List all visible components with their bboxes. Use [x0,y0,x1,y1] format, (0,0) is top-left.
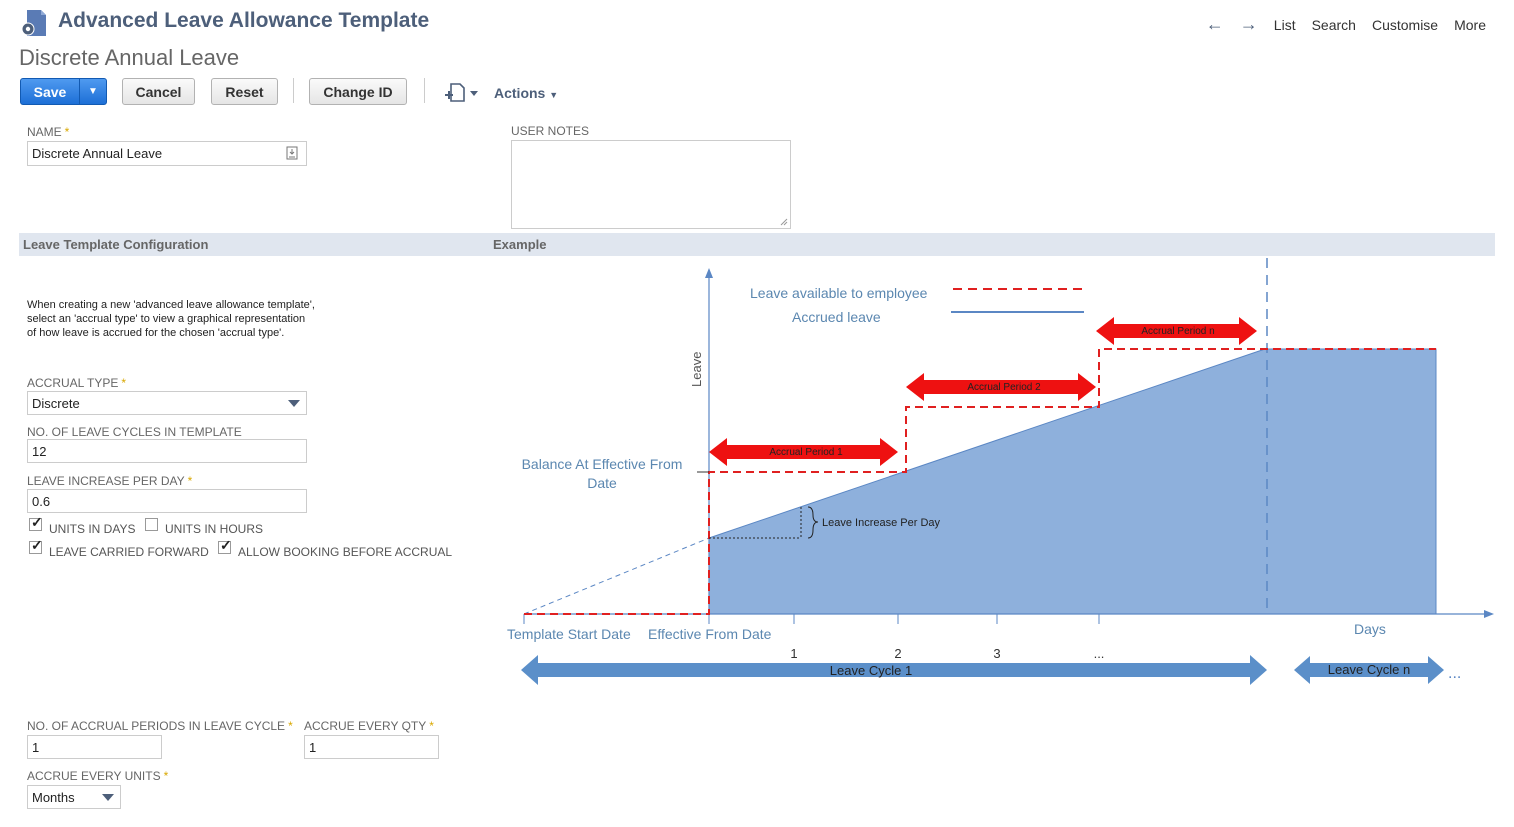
accrual-periods-value: 1 [32,739,40,755]
balance-label-line-2: Date [587,475,617,491]
accrue-every-units-select[interactable]: Months [27,785,121,809]
section-leave-template-configuration: Leave Template Configuration [23,237,209,252]
section-example: Example [493,237,547,252]
accrue-every-qty-value: 1 [309,739,317,755]
note-line: of how leave is accrued for the chosen '… [27,327,285,339]
tick-label: 3 [993,646,1000,661]
days-axis-label: Days [1354,621,1386,637]
name-label: NAME* [27,125,70,139]
leave-cycle-n-arrow [1294,656,1444,684]
allow-booking-before-accrual-label: ALLOW BOOKING BEFORE ACCRUAL [238,545,453,559]
leave-cycles-label: NO. OF LEAVE CYCLES IN TEMPLATE [27,425,242,439]
reset-button[interactable]: Reset [211,78,278,105]
nav-list-link[interactable]: List [1273,16,1296,33]
note-line: When creating a new 'advanced leave allo… [27,299,315,311]
accrual-extension-line [523,537,710,615]
new-record-icon[interactable] [444,82,480,104]
allow-booking-before-accrual-checkbox[interactable]: ✓ [218,537,232,554]
page-title: Advanced Leave Allowance Template [58,9,430,32]
save-button-group: Save ▼ [20,78,107,105]
tick-label: 2 [894,646,901,661]
increase-per-day-label: Leave Increase Per Day [822,517,941,529]
accrual-periods-label: NO. OF ACCRUAL PERIODS IN LEAVE CYCLE* [27,719,293,733]
x-axis-arrow-icon [1484,610,1494,618]
accrue-every-qty-input[interactable]: 1 [304,735,439,759]
units-in-hours-label: UNITS IN HOURS [165,522,264,536]
name-value: Discrete Annual Leave [32,146,163,161]
save-button[interactable]: Save [21,79,80,104]
checkmark-icon: ✓ [220,537,232,553]
back-arrow-icon[interactable]: ← [1205,14,1224,34]
nav-customise-link[interactable]: Customise [1371,16,1439,33]
tick-label: 1 [790,646,797,661]
accrue-every-qty-label: ACCRUE EVERY QTY* [304,719,434,733]
leave-increase-input[interactable]: 0.6 [27,489,307,513]
leave-available-step-line [524,348,1436,615]
note-line: select an 'accrual type' to view a graph… [27,313,306,325]
nav-search-link[interactable]: Search [1311,16,1356,33]
legend-available-label: Leave available to employee [750,285,928,301]
leave-increase-label: LEAVE INCREASE PER DAY* [27,474,193,488]
units-in-hours-checkbox[interactable] [145,518,158,531]
change-id-button[interactable]: Change ID [309,78,407,105]
accrual-period-1-arrow [709,438,898,466]
top-navigation: ← → List Search Customise More [1206,14,1486,35]
y-axis-label: Leave [689,352,704,387]
section-header-bar [19,233,1495,256]
toolbar-divider [424,78,425,103]
accrual-periods-input[interactable]: 1 [27,735,162,759]
increase-brace-icon [807,506,819,539]
record-name-heading: Discrete Annual Leave [19,45,240,70]
toolbar-divider [293,78,294,103]
accrual-type-select[interactable]: Discrete [27,391,307,415]
leave-increase-value: 0.6 [32,493,51,509]
balance-label-line-1: Balance At Effective From [522,456,683,472]
leave-cycle-1-arrow [521,655,1267,685]
accrual-period-1-label: Accrual Period 1 [769,447,843,458]
accrual-period-2-label: Accrual Period 2 [967,382,1041,393]
nav-more-link[interactable]: More [1454,16,1486,33]
continuation-ellipsis: ... [1448,665,1461,682]
accrual-type-value: Discrete [32,395,80,411]
field-help-icon[interactable] [286,146,299,160]
leave-cycles-input[interactable]: 12 [27,439,307,463]
units-in-days-checkbox[interactable]: ✓ [29,514,43,531]
legend-accrued-label: Accrued leave [792,309,881,325]
dropdown-arrow-icon[interactable] [288,400,300,407]
tick-label: ... [1094,646,1105,661]
actions-menu[interactable]: Actions ▼ [494,85,558,101]
accrual-help-note: When creating a new 'advanced leave allo… [27,298,327,340]
name-input[interactable]: Discrete Annual Leave [27,141,307,166]
user-notes-textarea[interactable] [511,140,791,229]
caret-down-icon: ▼ [549,90,559,100]
checkmark-icon: ✓ [31,537,43,553]
cancel-button[interactable]: Cancel [122,78,195,105]
dropdown-arrow-icon[interactable] [102,794,114,801]
leave-cycle-n-label: Leave Cycle n [1328,662,1410,677]
y-axis-arrow-icon [705,268,713,278]
forward-arrow-icon[interactable]: → [1239,14,1258,34]
leave-carried-forward-checkbox[interactable]: ✓ [29,537,43,554]
actions-label: Actions [494,85,546,101]
template-start-date-label: Template Start Date [507,626,631,642]
leave-cycles-value: 12 [32,443,47,459]
template-record-icon [21,10,46,36]
effective-from-date-label: Effective From Date [648,626,772,642]
leave-cycle-1-label: Leave Cycle 1 [830,663,912,678]
accrue-every-units-label: ACCRUE EVERY UNITS* [27,769,169,783]
accrue-every-units-value: Months [32,789,75,805]
accrual-type-label: ACCRUAL TYPE* [27,376,127,390]
accrual-period-n-arrow [1096,317,1257,345]
accrual-period-n-label: Accrual Period n [1141,326,1214,337]
units-in-days-label: UNITS IN DAYS [49,522,136,536]
resize-handle-icon[interactable] [779,217,788,226]
accrual-period-2-arrow [906,373,1096,401]
user-notes-label: USER NOTES [511,124,590,138]
save-dropdown-icon[interactable]: ▼ [88,86,98,97]
checkmark-icon: ✓ [31,514,43,530]
leave-carried-forward-label: LEAVE CARRIED FORWARD [49,545,209,559]
